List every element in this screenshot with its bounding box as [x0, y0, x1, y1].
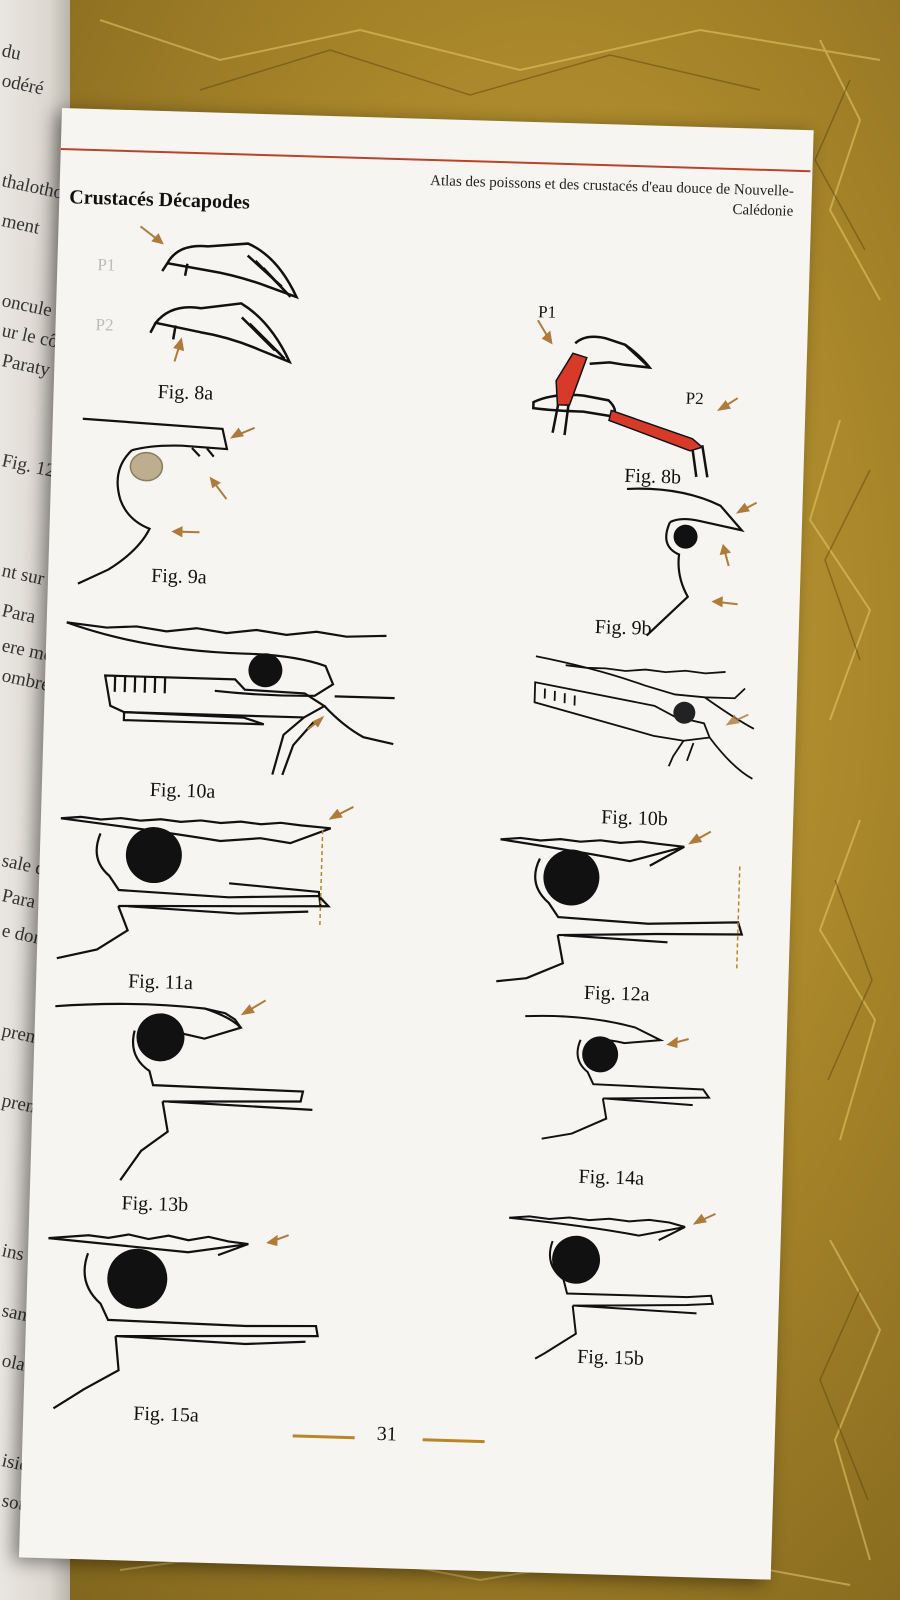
- fig-8b-drawing: [511, 322, 746, 489]
- fig-15a-drawing: [43, 1228, 339, 1427]
- page-footer: 31: [292, 1420, 493, 1456]
- fig-8a-caption: Fig. 8a: [157, 380, 214, 405]
- fig-14a-caption: Fig. 14a: [578, 1165, 645, 1190]
- fig-8a-drawing: [144, 223, 309, 388]
- running-head: Atlas des poissons et des crustacés d'ea…: [429, 172, 795, 220]
- fig-10b-caption: Fig. 10b: [600, 806, 669, 831]
- left-page-text: oncule: [0, 290, 54, 322]
- fig-9b-drawing: [616, 485, 761, 649]
- page-number: 31: [376, 1422, 398, 1446]
- fig-10a-drawing: [62, 618, 407, 788]
- fig-9a-caption: Fig. 9a: [150, 564, 208, 589]
- label-p1: P1: [97, 255, 116, 275]
- header-rule: [60, 147, 811, 173]
- left-page-text: Paraty: [0, 350, 52, 381]
- left-page-text: Para: [0, 600, 38, 628]
- fig-10a-caption: Fig. 10a: [149, 778, 216, 803]
- fig-9b-caption: Fig. 9b: [594, 616, 652, 640]
- fig-9a-drawing: [68, 408, 273, 594]
- fig-15b-drawing: [505, 1212, 739, 1369]
- fig-10b-drawing: [532, 652, 756, 788]
- fig-14a-drawing: [522, 1012, 746, 1148]
- fig-12a-caption: Fig. 12a: [583, 981, 650, 1006]
- left-page-text: ment: [0, 210, 42, 239]
- section-title: Crustacés Décapodes: [69, 186, 251, 214]
- footer-rule-left: [292, 1434, 355, 1440]
- fig-11a-drawing: [56, 808, 371, 977]
- left-page-text: Para: [0, 885, 38, 913]
- fig-12a-drawing: [496, 831, 761, 999]
- fig-13b-drawing: [50, 998, 336, 1196]
- label-p2: P2: [95, 315, 114, 335]
- fig-11a-caption: Fig. 11a: [127, 970, 194, 995]
- fig-15a-caption: Fig. 15a: [132, 1402, 200, 1427]
- left-page-text: du: [0, 40, 23, 65]
- fig-13b-caption: Fig. 13b: [121, 1192, 189, 1217]
- book-page: Atlas des poissons et des crustacés d'ea…: [18, 108, 814, 1580]
- label-p1-right: P1: [537, 302, 557, 322]
- footer-rule-right: [422, 1438, 485, 1444]
- fig-15b-caption: Fig. 15b: [576, 1345, 645, 1370]
- left-page-text: odéré: [0, 70, 46, 100]
